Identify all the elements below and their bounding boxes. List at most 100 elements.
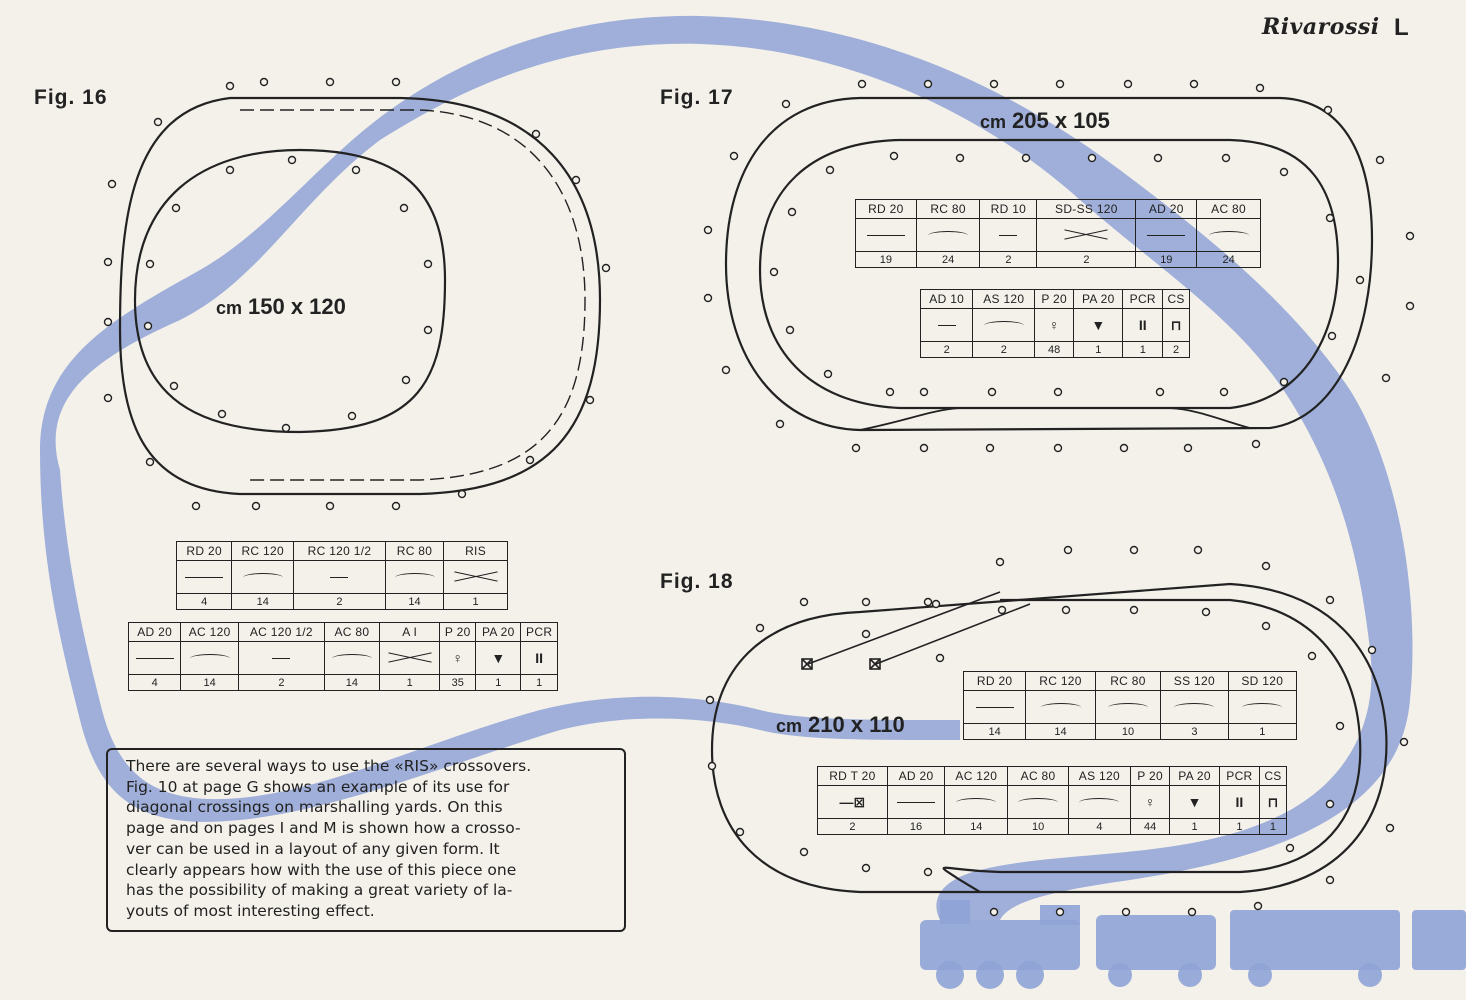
fig18-t2-h6: PA 20 xyxy=(1169,766,1220,786)
curved-track-symbol xyxy=(237,641,325,675)
fig16-t1-q4: 1 xyxy=(443,593,508,610)
straight-track-symbol xyxy=(175,560,233,594)
cs-icon: ⊓ xyxy=(1258,785,1288,819)
fig18-t1-symbol-row xyxy=(962,690,1298,724)
fig16-t2-q6: 1 xyxy=(475,674,522,691)
note-line: diagonal crossings on marshalling yards.… xyxy=(126,798,503,817)
fig18-t1-h4: SD 120 xyxy=(1227,671,1298,691)
fig18-posts xyxy=(705,545,1409,917)
pcr-icon: II xyxy=(1122,308,1164,342)
switch-symbol xyxy=(1036,218,1137,252)
fig18-t1-qty-row: 14 14 10 3 1 xyxy=(962,723,1298,740)
straight-track-symbol xyxy=(962,690,1027,724)
pole-icon: ♀ xyxy=(1129,785,1171,819)
fig17-dims-unit: cm xyxy=(980,112,1007,132)
straight-track-symbol xyxy=(886,785,946,819)
note-line: ver can be used in a layout of any given… xyxy=(126,839,500,858)
curved-track-symbol xyxy=(384,560,445,594)
curved-track-symbol xyxy=(944,785,1009,819)
fig18-t1-q0: 14 xyxy=(962,723,1027,740)
note-line: clearly appears how with the use of this… xyxy=(126,860,517,879)
fig17-t2-qty-row: 2 2 48 1 1 2 xyxy=(919,341,1190,358)
fig17-t1-h1: RC 80 xyxy=(915,199,981,219)
fig16-t1-h3: RC 80 xyxy=(384,541,445,561)
fig18-buffers xyxy=(801,658,881,670)
pole-icon: ♀ xyxy=(439,641,477,675)
fig18-dims-value: 210 x 110 xyxy=(808,712,905,737)
fig16-t2-h5: P 20 xyxy=(439,622,477,642)
fig18-t2-q0: 2 xyxy=(817,818,888,835)
fig16-t2-h7: PCR xyxy=(520,622,558,642)
fig16-t2-h4: A I xyxy=(378,622,441,642)
curved-track-symbol xyxy=(1094,690,1162,724)
fig17-posts xyxy=(703,79,1415,453)
fig16-label: Fig. 16 xyxy=(34,86,108,109)
fig17-t2-header-row: AD 10 AS 120 P 20 PA 20 PCR CS xyxy=(919,289,1190,309)
fig17-t1-symbol-row xyxy=(855,218,1261,252)
fig17-t2-h4: PCR xyxy=(1122,289,1164,309)
straight-track-symbol xyxy=(1135,218,1198,252)
fig17-t2-symbol-row: ♀ ▼ II ⊓ xyxy=(919,308,1190,342)
fig18-t2-symbol-row: —⊠ ♀ ▼ II ⊓ xyxy=(817,785,1288,819)
fig16-t1-q1: 14 xyxy=(231,593,295,610)
fig16-t1-h0: RD 20 xyxy=(175,541,233,561)
fig18-label: Fig. 18 xyxy=(660,570,734,593)
fig16-parts-table-1: RD 20 RC 120 RC 120 1/2 RC 80 RIS 4 14 2… xyxy=(175,541,508,610)
description-note: There are several ways to use the «RIS» … xyxy=(106,748,626,932)
fig16-t1-q0: 4 xyxy=(175,593,233,610)
fig16-t2-q3: 14 xyxy=(323,674,380,691)
fig18-t1-q1: 14 xyxy=(1025,723,1096,740)
fig16-t2-h3: AC 80 xyxy=(323,622,380,642)
page-letter: L xyxy=(1394,14,1409,41)
fig16-posts xyxy=(103,77,611,511)
fig16-t2-q0: 4 xyxy=(127,674,182,691)
buffer-stop-icon: —⊠ xyxy=(817,785,888,819)
straight-track-symbol xyxy=(127,641,182,675)
note-line: has the possibility of making a great va… xyxy=(126,881,513,900)
curved-track-symbol xyxy=(323,641,380,675)
fig17-t1-h2: RD 10 xyxy=(979,199,1038,219)
fig18-t2-h8: CS xyxy=(1258,766,1288,786)
fig18-t2-h3: AC 80 xyxy=(1007,766,1069,786)
fig17-t1-h0: RD 20 xyxy=(855,199,917,219)
fig18-t2-q1: 16 xyxy=(886,818,946,835)
fig17-t2-h1: AS 120 xyxy=(972,289,1036,309)
fig18-t2-h0: RD T 20 xyxy=(817,766,888,786)
fig18-t2-h5: P 20 xyxy=(1129,766,1171,786)
fig16-t2-symbol-row: ♀ ▼ II xyxy=(127,641,558,675)
fig17-parts-table-1: RD 20 RC 80 RD 10 SD-SS 120 AD 20 AC 80 … xyxy=(855,199,1261,268)
fig18-t1-q3: 3 xyxy=(1160,723,1229,740)
fig17-t1-q2: 2 xyxy=(979,251,1038,268)
fig16-t2-h0: AD 20 xyxy=(127,622,182,642)
fig17-t2-h2: P 20 xyxy=(1034,289,1075,309)
fig16-t1-h4: RIS xyxy=(443,541,508,561)
fig17-dims-value: 205 x 105 xyxy=(1012,108,1110,133)
fig17-t2-h5: CS xyxy=(1162,289,1190,309)
fig16-t2-header-row: AD 20 AC 120 AC 120 1/2 AC 80 A I P 20 P… xyxy=(127,622,558,642)
fig16-t2-q4: 1 xyxy=(378,674,441,691)
fig16-t1-header-row: RD 20 RC 120 RC 120 1/2 RC 80 RIS xyxy=(175,541,508,561)
fig18-t1-q2: 10 xyxy=(1094,723,1162,740)
fig18-t2-q4: 4 xyxy=(1067,818,1131,835)
crossover-symbol xyxy=(378,641,441,675)
note-line: youts of most interesting effect. xyxy=(126,901,375,920)
curved-track-symbol xyxy=(915,218,981,252)
fig16-t2-h6: PA 20 xyxy=(475,622,522,642)
fig18-t1-h2: RC 80 xyxy=(1094,671,1162,691)
fig16-t1-q2: 2 xyxy=(293,593,386,610)
fig17-t1-h3: SD-SS 120 xyxy=(1036,199,1137,219)
pole-anchor-icon: ▼ xyxy=(1169,785,1220,819)
crossover-symbol xyxy=(443,560,508,594)
note-line: Fig. 10 at page G shows an example of it… xyxy=(126,777,510,796)
fig16-t2-h1: AC 120 xyxy=(180,622,239,642)
fig17-t2-q5: 2 xyxy=(1162,341,1190,358)
fig16-t1-q3: 14 xyxy=(384,593,445,610)
switch-symbol xyxy=(972,308,1036,342)
brand-logo: Rivarossi xyxy=(1262,14,1380,40)
fig18-t2-q6: 1 xyxy=(1169,818,1220,835)
fig16-t2-q5: 35 xyxy=(439,674,477,691)
curved-track-symbol xyxy=(1025,690,1096,724)
fig17-t2-q0: 2 xyxy=(919,341,974,358)
fig17-t1-qty-row: 19 24 2 2 19 24 xyxy=(855,251,1261,268)
